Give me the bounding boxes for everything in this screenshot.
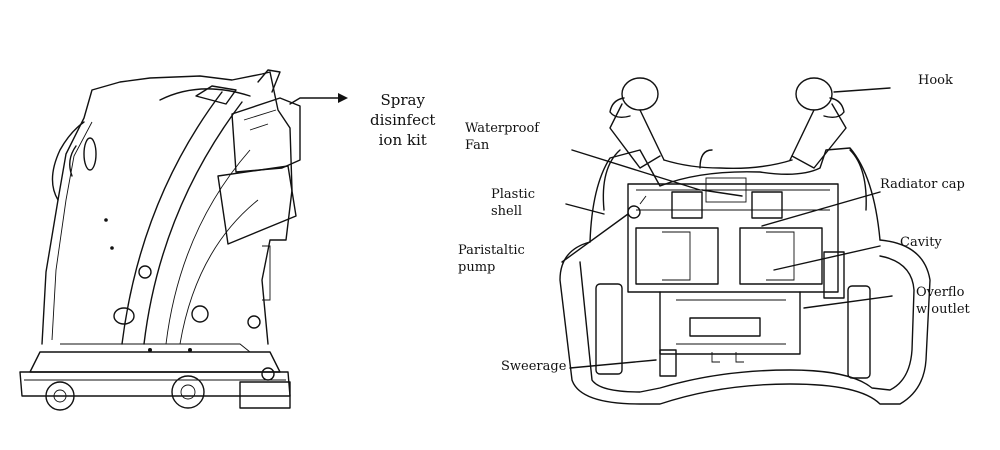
right-hook: [789, 77, 847, 169]
overflow-outlet-leader: [803, 295, 893, 309]
spray-kit-leader: [289, 93, 348, 105]
label-paristaltic-pump: Paristaltic pump: [458, 243, 525, 275]
rear-wheel: [45, 381, 75, 411]
label-spray-kit: Spray disinfect ion kit: [370, 91, 436, 149]
label-waterproof-fan: Waterproof Fan: [465, 121, 540, 153]
left-hook: [609, 77, 665, 169]
label-cavity: Cavity: [900, 235, 942, 250]
cavity-leader: [773, 245, 881, 271]
pump-leader: [561, 213, 629, 263]
waterproof-fan-leader: [571, 149, 743, 197]
label-hook: Hook: [918, 73, 953, 88]
left-cavity: [635, 227, 719, 285]
label-overflow-outlet: Overflo w outlet: [916, 285, 970, 317]
radiator-cap-leader: [761, 191, 881, 227]
plastic-shell-leader: [565, 203, 605, 215]
label-sweerage: Sweerage: [501, 359, 567, 374]
sweerage-leader: [569, 359, 657, 369]
spray-kit-box: [217, 97, 301, 245]
hook-leader: [833, 87, 891, 93]
label-radiator-cap: Radiator cap: [880, 177, 965, 192]
label-plastic-shell: Plastic shell: [491, 187, 535, 219]
front-wheel: [171, 375, 205, 409]
right-cavity: [739, 227, 823, 285]
